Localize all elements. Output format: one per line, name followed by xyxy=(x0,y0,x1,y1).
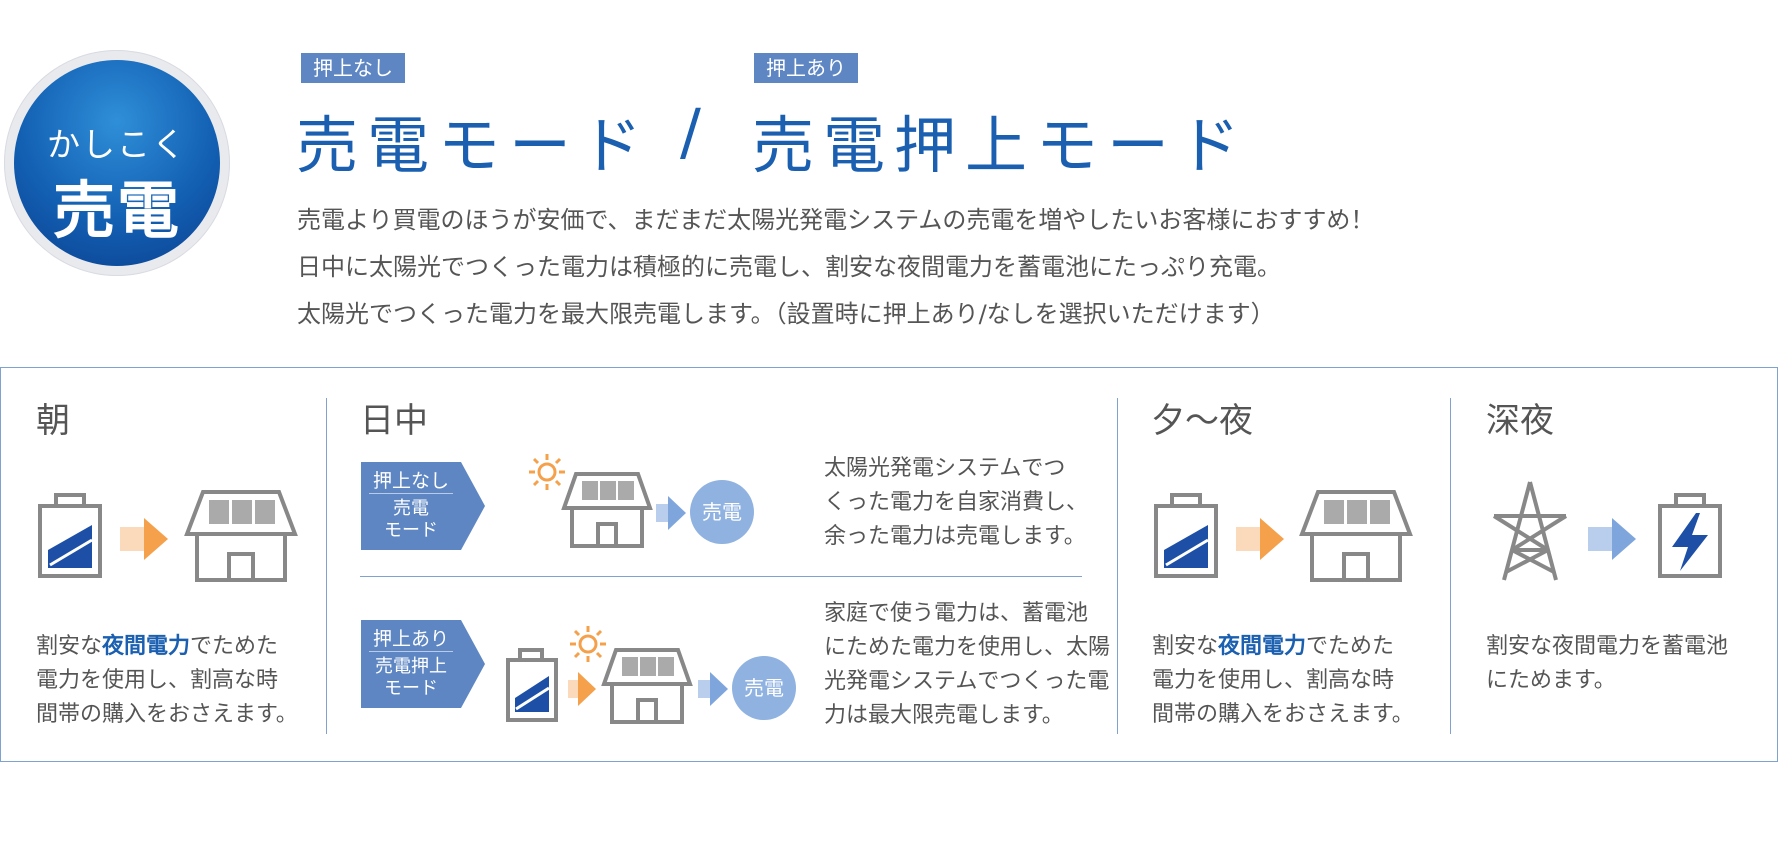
battery-icon xyxy=(1658,493,1722,578)
title-sell-mode: 売電モード xyxy=(296,109,652,182)
morning-desc-text: でためた xyxy=(190,634,279,659)
arrow-right-icon xyxy=(698,672,728,706)
timeline-panel xyxy=(0,367,1778,762)
battery-icon xyxy=(38,493,102,578)
evening-desc-text: 割安な xyxy=(1152,634,1219,659)
divider-evening-night xyxy=(1450,398,1451,734)
badge-title: 売電 xyxy=(52,174,181,247)
morning-desc-highlight: 夜間電力 xyxy=(102,634,191,659)
evening-desc-line-2: 電力を使用し、割高な時 xyxy=(1152,668,1395,693)
row2-desc-line: 家庭で使う電力は、蓄電池 xyxy=(824,601,1089,626)
evening-description: 割安な夜間電力でためた 電力を使用し、割高な時 間帯の購入をおさえます。 xyxy=(1152,630,1414,732)
morning-desc-text: 割安な xyxy=(36,634,103,659)
power-tower-icon xyxy=(1492,481,1568,581)
row2-desc-line: にためた電力を使用し、太陽 xyxy=(824,635,1111,660)
house-solar-icon xyxy=(601,648,693,724)
house-solar-icon xyxy=(1299,490,1413,582)
daytime-row2-description: 家庭で使う電力は、蓄電池 にためた電力を使用し、太陽 光発電システムでつくった電… xyxy=(824,597,1110,733)
title-separator: / xyxy=(680,95,710,168)
evening-desc-line-3: 間帯の購入をおさえます。 xyxy=(1152,702,1414,727)
daytime-row1-description: 太陽光発電システムでつ くった電力を自家消費し、 余った電力は売電します。 xyxy=(824,452,1088,554)
arrow-right-icon xyxy=(568,672,596,706)
mode-badge: かしこく 売電 xyxy=(4,50,230,276)
lightning-icon xyxy=(1672,513,1708,571)
divider-day-evening xyxy=(1117,398,1118,734)
daytime-row-divider xyxy=(360,576,1082,577)
sun-icon xyxy=(529,454,565,490)
tag-no-push: 押上なし xyxy=(301,53,405,83)
row2-tag-line2: モード xyxy=(384,678,438,699)
daytime-row1-mode-tag: 押上なし 売電 モード xyxy=(361,462,461,550)
morning-desc-line-3: 間帯の購入をおさえます。 xyxy=(36,702,298,727)
sell-power-circle: 売電 xyxy=(690,480,754,544)
midnight-desc-line: にためます。 xyxy=(1486,668,1616,693)
lead-line-3: 太陽光でつくった電力を最大限売電します。（設置時に押上あり/なしを選択いただけま… xyxy=(297,300,1275,328)
row2-tag-line1: 売電押上 xyxy=(375,656,447,677)
tag-with-push: 押上あり xyxy=(754,53,858,83)
mode-badge-circle: かしこく 売電 xyxy=(14,60,220,266)
divider-morning-day xyxy=(326,398,327,734)
tag-arrow-tip xyxy=(461,620,485,708)
row2-tag-top: 押上あり xyxy=(369,620,453,652)
sun-icon xyxy=(570,626,606,662)
heading-morning: 朝 xyxy=(36,401,70,441)
row1-desc-line: 余った電力は売電します。 xyxy=(824,524,1086,549)
tag-arrow-tip xyxy=(461,462,485,550)
row1-tag-line1: 売電 xyxy=(393,498,429,519)
sell-power-circle: 売電 xyxy=(732,656,796,720)
battery-icon xyxy=(1154,493,1218,578)
badge-caption: かしこく xyxy=(47,125,187,164)
row1-desc-line: 太陽光発電システムでつ xyxy=(824,456,1066,481)
arrow-right-icon xyxy=(656,496,686,530)
evening-desc-highlight: 夜間電力 xyxy=(1218,634,1307,659)
row2-desc-line: 光発電システムでつくった電 xyxy=(824,669,1110,694)
battery-icon xyxy=(506,648,558,722)
morning-description: 割安な夜間電力でためた 電力を使用し、割高な時 間帯の購入をおさえます。 xyxy=(36,630,298,732)
lead-line-1: 売電より買電のほうが安価で、まだまだ太陽光発電システムの売電を増やしたいお客様に… xyxy=(297,206,1375,234)
title-sell-push-mode: 売電押上モード xyxy=(752,109,1250,182)
house-solar-icon xyxy=(561,472,653,548)
row1-tag-line2: モード xyxy=(384,520,438,541)
heading-evening: 夕〜夜 xyxy=(1151,401,1253,441)
row1-tag-top: 押上なし xyxy=(369,462,453,494)
lead-line-2: 日中に太陽光でつくった電力は積極的に売電し、割安な夜間電力を蓄電池にたっぷり充電… xyxy=(297,253,1281,281)
daytime-row2-mode-tag: 押上あり 売電押上 モード xyxy=(361,620,461,708)
heading-daytime: 日中 xyxy=(360,401,428,441)
morning-desc-line-2: 電力を使用し、割高な時 xyxy=(36,668,279,693)
heading-midnight: 深夜 xyxy=(1486,401,1554,441)
evening-desc-text: でためた xyxy=(1306,634,1395,659)
midnight-description: 割安な夜間電力を蓄電池 にためます。 xyxy=(1486,630,1728,698)
arrow-right-icon xyxy=(120,518,168,560)
midnight-desc-line: 割安な夜間電力を蓄電池 xyxy=(1486,634,1729,659)
arrow-right-icon xyxy=(1588,518,1636,560)
row1-desc-line: くった電力を自家消費し、 xyxy=(824,490,1089,515)
house-solar-icon xyxy=(184,490,298,582)
arrow-right-icon xyxy=(1236,518,1284,560)
row2-desc-line: 力は最大限売電します。 xyxy=(824,703,1064,728)
